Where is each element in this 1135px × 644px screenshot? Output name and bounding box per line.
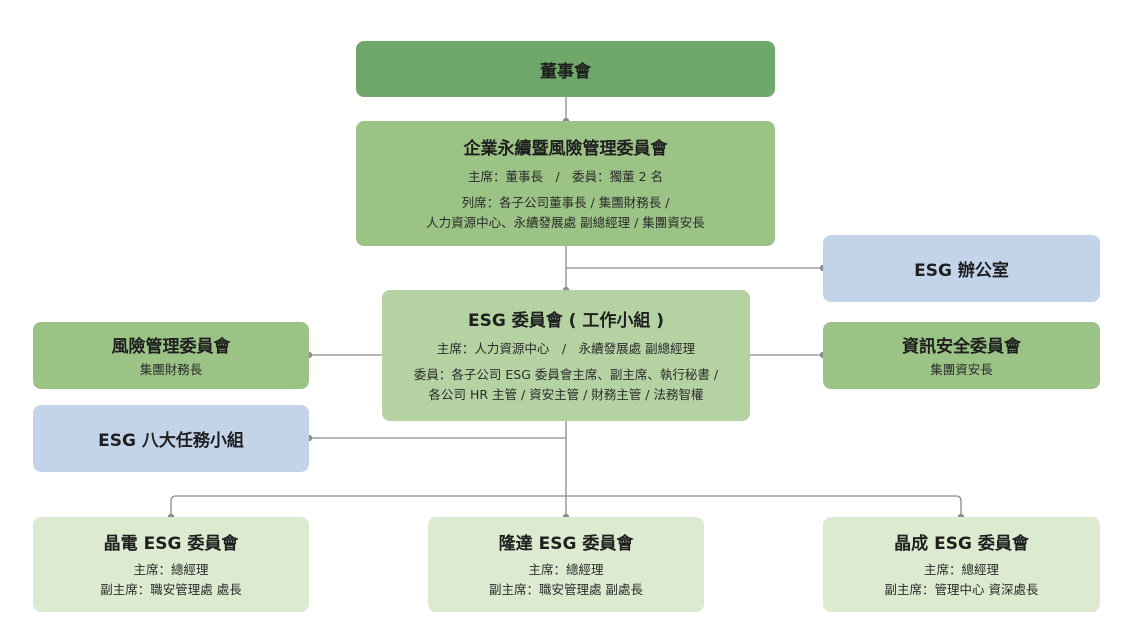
task-force-box: ESG 八大任務小組 [33,405,309,472]
risk-committee-box: 風險管理委員會 集團財務長 [33,322,309,389]
sustainability-committee-attendees-1: 列席：各子公司董事長 / 集團財務長 / [461,195,670,210]
subsidiary-committee-vice-chair: 副主席：管理中心 資深處長 [884,582,1039,597]
esg-committee-members-1: 委員：各子公司 ESG 委員會主席、副主席、執行秘書 / [413,367,719,382]
board-title: 董事會 [540,61,591,82]
subsidiary-committee-vice-chair: 副主席：職安管理處 處長 [100,582,242,597]
esg-office-box: ESG 辦公室 [823,235,1100,302]
sustainability-committee-title: 企業永續暨風險管理委員會 [463,139,668,159]
risk-committee-title: 風險管理委員會 [111,336,231,357]
esg-office-title: ESG 辦公室 [914,261,1009,281]
subsidiary-committee-title: 晶成 ESG 委員會 [894,534,1029,554]
subsidiary-committee-box: 隆達 ESG 委員會 主席：總經理 副主席：職安管理處 副處長 [428,517,704,612]
subsidiary-committee-vice-chair: 副主席：職安管理處 副處長 [489,582,643,597]
subsidiary-committee-title: 晶電 ESG 委員會 [103,534,239,554]
task-force-title: ESG 八大任務小組 [98,431,244,451]
infosec-committee-sub: 集團資安長 [930,361,993,377]
esg-committee-box: ESG 委員會 ( 工作小組 ) 主席：人力資源中心 / 永續發展處 副總經理 … [382,290,750,421]
esg-committee-members-2: 各公司 HR 主管 / 資安主管 / 財務主管 / 法務智權 [428,387,704,402]
sustainability-committee-attendees-2: 人力資源中心、永續發展處 副總經理 / 集團資安長 [426,215,705,230]
sustainability-committee-box: 企業永續暨風險管理委員會 主席：董事長 / 委員：獨董 2 名 列席：各子公司董… [356,121,775,246]
risk-committee-sub: 集團財務長 [139,361,203,377]
subsidiary-committee-chair: 主席：總經理 [923,562,999,577]
subsidiary-committee-chair: 主席：總經理 [528,562,604,577]
subsidiary-committee-title: 隆達 ESG 委員會 [498,534,634,554]
esg-committee-title: ESG 委員會 ( 工作小組 ) [467,311,665,331]
infosec-committee-box: 資訊安全委員會 集團資安長 [823,322,1100,389]
subsidiary-committee-box: 晶電 ESG 委員會 主席：總經理 副主席：職安管理處 處長 [33,517,309,612]
subsidiary-committee-box: 晶成 ESG 委員會 主席：總經理 副主席：管理中心 資深處長 [823,517,1100,612]
infosec-committee-title: 資訊安全委員會 [902,336,1021,357]
board-box: 董事會 [356,41,775,97]
esg-committee-chair: 主席：人力資源中心 / 永續發展處 副總經理 [436,341,696,356]
sustainability-committee-members: 主席：董事長 / 委員：獨董 2 名 [467,169,664,184]
subsidiary-committee-chair: 主席：總經理 [133,562,209,577]
